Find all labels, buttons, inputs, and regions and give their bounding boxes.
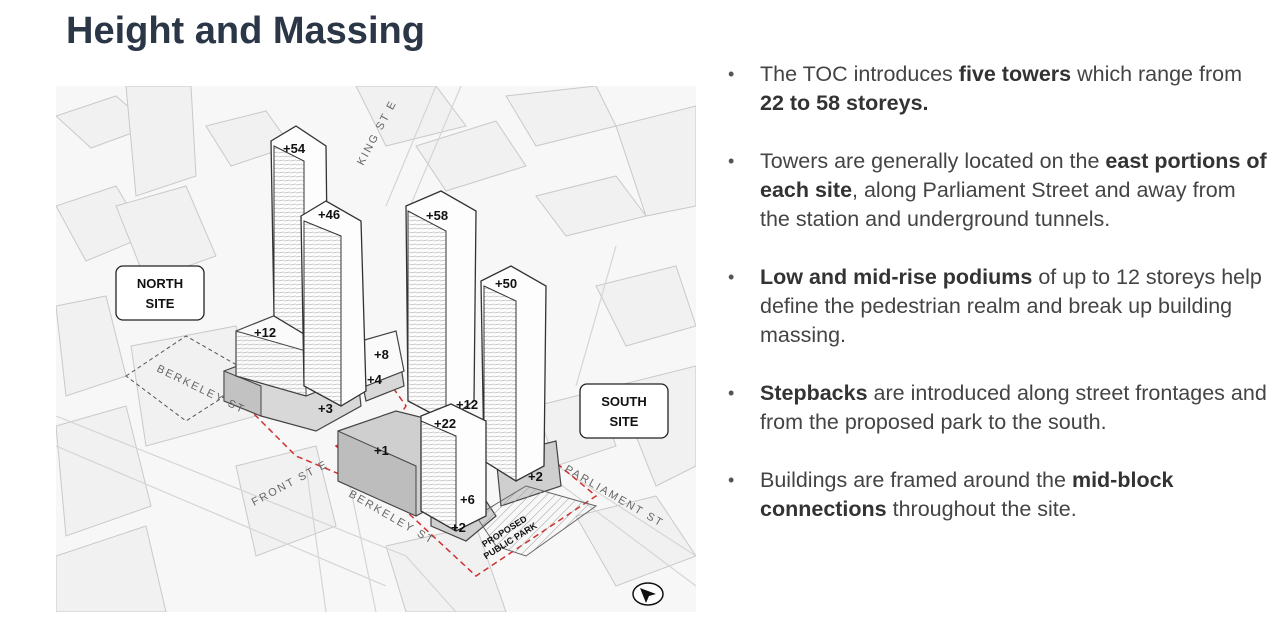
north-site-label: NORTH bbox=[137, 276, 183, 291]
height-label: +3 bbox=[318, 401, 333, 416]
height-label: +46 bbox=[318, 207, 340, 222]
bullet-item: • The TOC introduces five towers which ra… bbox=[728, 60, 1268, 118]
height-label: +54 bbox=[283, 141, 306, 156]
bullet-text: The TOC introduces bbox=[760, 62, 959, 86]
bullet-dot-icon: • bbox=[728, 383, 735, 403]
height-label: +2 bbox=[451, 520, 466, 535]
bullet-item: • Low and mid-rise podiums of up to 12 st… bbox=[728, 263, 1268, 350]
height-label: +2 bbox=[528, 469, 543, 484]
height-label: +58 bbox=[426, 208, 448, 223]
height-label: +1 bbox=[374, 443, 389, 458]
height-label: +4 bbox=[367, 372, 383, 387]
north-site-callout bbox=[115, 265, 205, 321]
bullet-item: • Stepbacks are introduced along street f… bbox=[728, 379, 1268, 437]
bullet-dot-icon: • bbox=[728, 470, 735, 490]
proposed-park bbox=[475, 485, 598, 557]
height-label: +50 bbox=[495, 276, 517, 291]
south-site-callout bbox=[579, 383, 669, 439]
bullet-text: throughout the site. bbox=[886, 497, 1077, 521]
bullet-text: of up to 12 storeys help define the pede… bbox=[760, 265, 1262, 347]
south-site-label: SOUTH bbox=[601, 394, 647, 409]
south-site-label: SITE bbox=[610, 414, 639, 429]
bullet-dot-icon: • bbox=[728, 267, 735, 287]
bullet-emphasis: Low and mid-rise podiums bbox=[760, 265, 1033, 289]
bullet-text: , along Parliament Street and away from … bbox=[760, 178, 1236, 231]
bullet-dot-icon: • bbox=[728, 151, 735, 171]
bullet-text: Towers are generally located on the bbox=[760, 149, 1106, 173]
massing-diagram: +54 +46 +58 +50 +12 +8 +4 +3 +12 +22 +1 … bbox=[56, 86, 696, 612]
page-title: Height and Massing bbox=[66, 10, 425, 52]
bullet-text: are introduced along street frontages an… bbox=[760, 381, 1267, 434]
bullet-text: Buildings are framed around the bbox=[760, 468, 1072, 492]
north-site-label: SITE bbox=[146, 296, 175, 311]
bullet-text: which range from bbox=[1071, 62, 1242, 86]
context-buildings bbox=[56, 86, 696, 612]
bullet-dot-icon: • bbox=[728, 64, 735, 84]
north-arrow-icon bbox=[632, 582, 664, 606]
bullet-list: • The TOC introduces five towers which ra… bbox=[728, 60, 1268, 553]
bullet-item: • Buildings are framed around the mid-blo… bbox=[728, 466, 1268, 524]
height-label: +12 bbox=[254, 325, 276, 340]
height-label: +12 bbox=[456, 397, 478, 412]
height-label: +8 bbox=[374, 347, 389, 362]
bullet-item: • Towers are generally located on the eas… bbox=[728, 147, 1268, 234]
bullet-emphasis: east portions of each site bbox=[760, 149, 1267, 202]
bullet-emphasis: Stepbacks bbox=[760, 381, 868, 405]
south-site-boundary bbox=[334, 415, 598, 577]
height-label: +22 bbox=[434, 416, 456, 431]
bullet-emphasis: 22 to 58 storeys. bbox=[760, 91, 929, 115]
bullet-emphasis: five towers bbox=[958, 62, 1072, 86]
height-label: +6 bbox=[460, 492, 475, 507]
bullet-emphasis: mid-block connections bbox=[760, 468, 1174, 521]
